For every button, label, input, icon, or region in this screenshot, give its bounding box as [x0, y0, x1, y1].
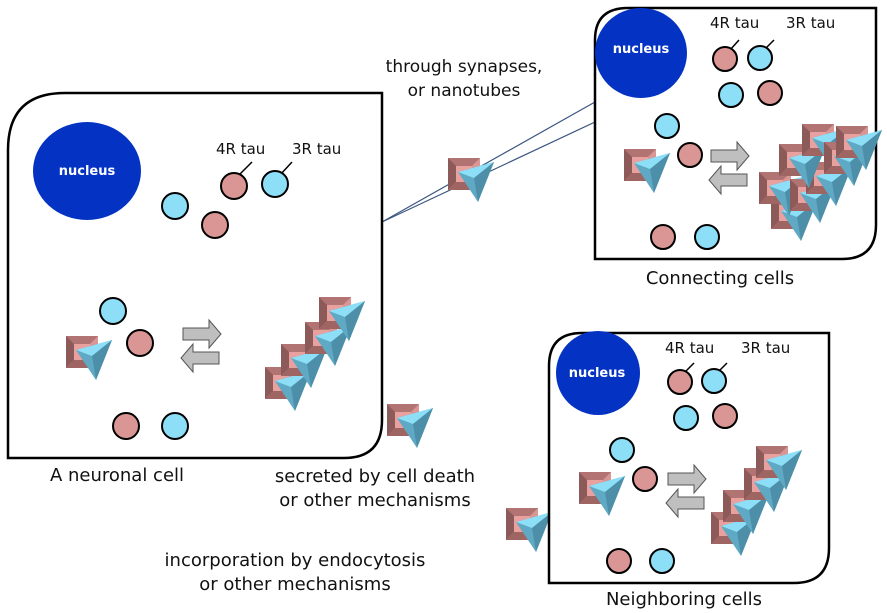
nucleus [595, 8, 687, 98]
tau-4r-monomer [712, 403, 738, 429]
tau-3r-monomer [718, 82, 744, 108]
tau-4r-monomer [650, 224, 676, 250]
tau-3r-monomer [701, 368, 727, 394]
tau-3r-monomer [649, 548, 675, 574]
label-3r-tau: 3R tau [741, 339, 790, 357]
neighboring-cell: nucleus 4R tau 3R tau [547, 331, 831, 585]
tau-4r-monomer [112, 412, 140, 440]
connecting-cells-caption: Connecting cells [646, 268, 794, 289]
tau-4r-monomer [667, 369, 693, 395]
nucleus [33, 122, 141, 220]
tau-3r-monomer [694, 224, 720, 250]
neuronal-cell: nucleus 4R tau 3R tau [6, 91, 384, 460]
label-4r-tau: 4R tau [665, 339, 714, 357]
tau-3r-monomer [161, 192, 189, 220]
tau-seed-transferring [448, 158, 494, 202]
label-4r-tau: 4R tau [710, 14, 759, 32]
label-3r-tau: 3R tau [786, 14, 835, 32]
secreted-text-line2: or other mechanisms [279, 490, 470, 511]
tau-3r-monomer [99, 297, 127, 325]
tau-4r-monomer [632, 466, 658, 492]
uptake-text-line1: incorporation by endocytosis [165, 550, 426, 571]
neuronal-cell-caption: A neuronal cell [50, 465, 184, 486]
tau-seed-incorporated [506, 508, 552, 552]
connecting-cell: nucleus 4R tau 3R tau [593, 6, 882, 261]
nucleus [556, 331, 640, 415]
tau-3r-monomer [261, 170, 289, 198]
label-3r-tau: 3R tau [292, 140, 341, 158]
secreted-text-line1: secreted by cell death [275, 466, 475, 487]
tau-4r-monomer [201, 211, 229, 239]
nucleus-label: nucleus [59, 164, 116, 179]
nucleus-label: nucleus [613, 42, 670, 57]
tau-seed-secreted [387, 404, 433, 448]
tau-3r-monomer [609, 437, 635, 463]
label-4r-tau: 4R tau [216, 140, 265, 158]
neighboring-cells-caption: Neighboring cells [606, 589, 762, 610]
tau-4r-monomer [220, 172, 248, 200]
tau-3r-monomer [654, 113, 680, 139]
uptake-text-line2: or other mechanisms [199, 574, 390, 595]
tau-3r-monomer [673, 405, 699, 431]
nanotube-connection [381, 101, 596, 223]
transfer-text-line2: or nanotubes [408, 81, 521, 101]
transfer-text-line1: through synapses, [386, 57, 543, 77]
tau-3r-monomer [747, 45, 773, 71]
tau-3r-monomer [161, 412, 189, 440]
tau-4r-monomer [757, 80, 783, 106]
nucleus-label: nucleus [569, 366, 626, 381]
tau-4r-monomer [126, 329, 154, 357]
tau-4r-monomer [712, 46, 738, 72]
tau-4r-monomer [606, 548, 632, 574]
tau-4r-monomer [677, 142, 703, 168]
